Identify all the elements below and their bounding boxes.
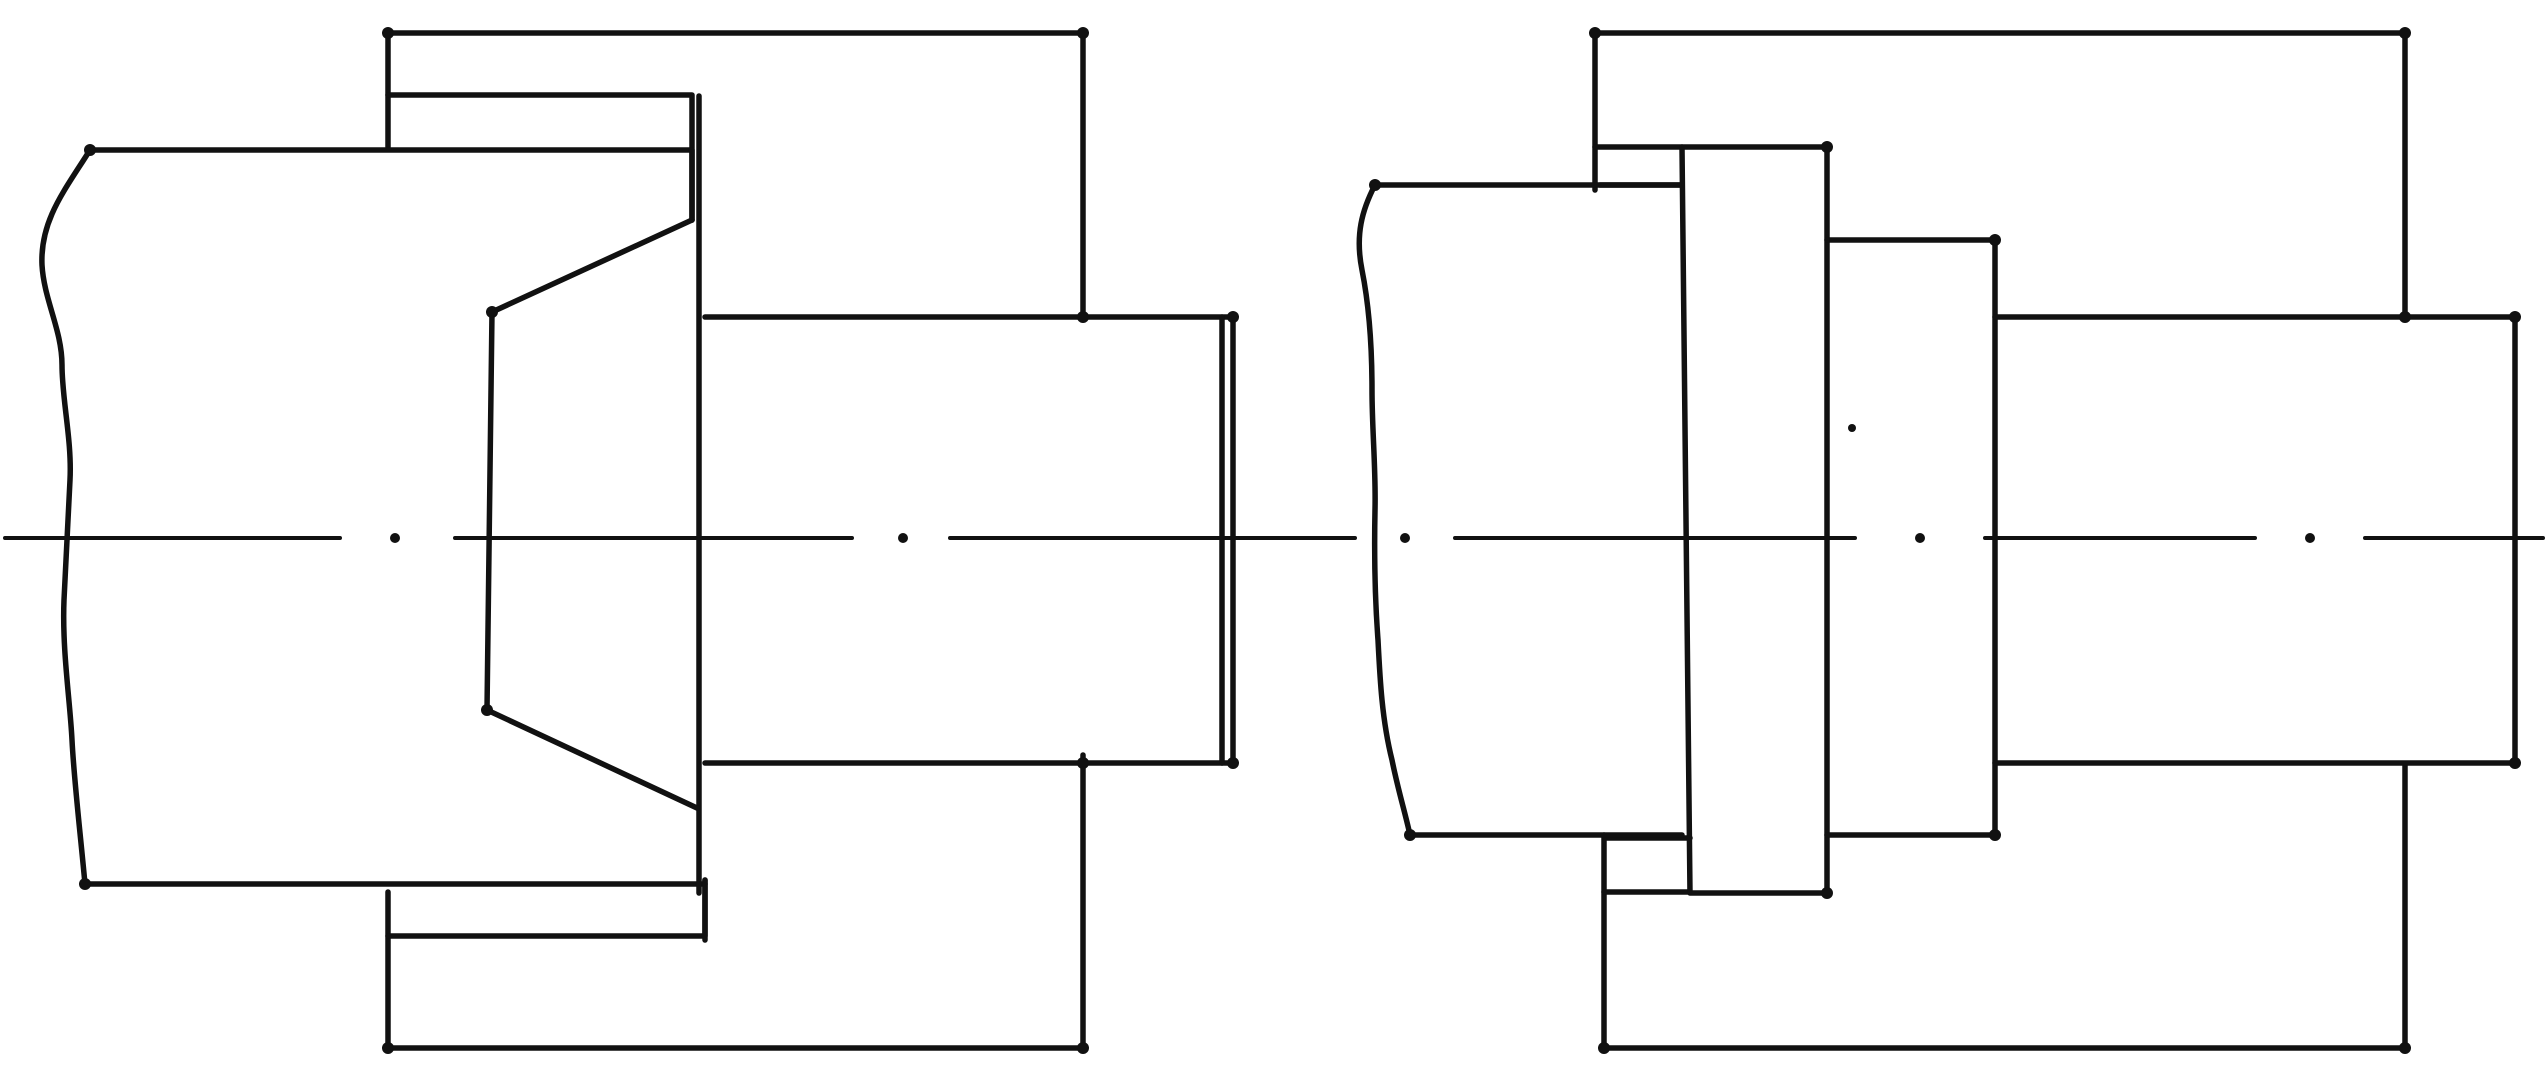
vertex-dot xyxy=(1989,234,2001,246)
vertex-dot xyxy=(1077,757,1089,769)
vertex-dot xyxy=(1227,757,1239,769)
vertex-dot xyxy=(382,1042,394,1054)
vertex-dot xyxy=(2399,27,2411,39)
drawing-ink xyxy=(3,27,2545,1054)
vertex-dot xyxy=(2399,311,2411,323)
center-dot xyxy=(2305,533,2315,543)
vertex-dot xyxy=(1227,311,1239,323)
vertex-dot xyxy=(382,27,394,39)
left-housing-bottom xyxy=(385,752,1086,1051)
left-inner-ring-top xyxy=(385,92,695,223)
vertex-dot xyxy=(1821,887,1833,899)
vertex-dot xyxy=(1369,179,1381,191)
center-dot xyxy=(1915,533,1925,543)
left-housing-top xyxy=(385,30,1086,320)
vertex-dot xyxy=(1077,311,1089,323)
right-view xyxy=(1356,30,2518,1051)
vertex-dot xyxy=(1077,1042,1089,1054)
vertex-dot xyxy=(2399,1042,2411,1054)
vertex-dot xyxy=(1589,27,1601,39)
left-shaft-break xyxy=(39,147,93,887)
vertex-dot xyxy=(2509,757,2521,769)
left-tapered-plug xyxy=(484,217,700,811)
right-speck xyxy=(1848,424,1856,432)
vertex-dot xyxy=(79,878,91,890)
right-left-shaft-break xyxy=(1356,182,1413,838)
vertex-dot xyxy=(2509,311,2521,323)
vertex-dot xyxy=(486,306,498,318)
center-dot xyxy=(1400,533,1410,543)
vertex-dot xyxy=(84,144,96,156)
right-housing-bottom xyxy=(1601,762,2408,1051)
left-inner-ring-bottom xyxy=(385,877,708,939)
vertex-dot xyxy=(1989,829,2001,841)
right-housing-top xyxy=(1592,30,2408,320)
vertex-dots xyxy=(79,27,2521,1054)
right-collar-disc xyxy=(1679,144,1830,896)
vertex-dot xyxy=(481,704,493,716)
left-view xyxy=(39,30,1236,1051)
vertex-dot xyxy=(1598,1042,1610,1054)
vertex-dot xyxy=(1821,141,1833,153)
vertex-dot xyxy=(1404,829,1416,841)
vertex-dot xyxy=(1077,27,1089,39)
right-shoulder-bottom xyxy=(1601,832,1693,895)
center-line xyxy=(3,533,2545,543)
center-dot xyxy=(898,533,908,543)
center-dot xyxy=(390,533,400,543)
left-shaft-top-edge xyxy=(87,147,695,223)
